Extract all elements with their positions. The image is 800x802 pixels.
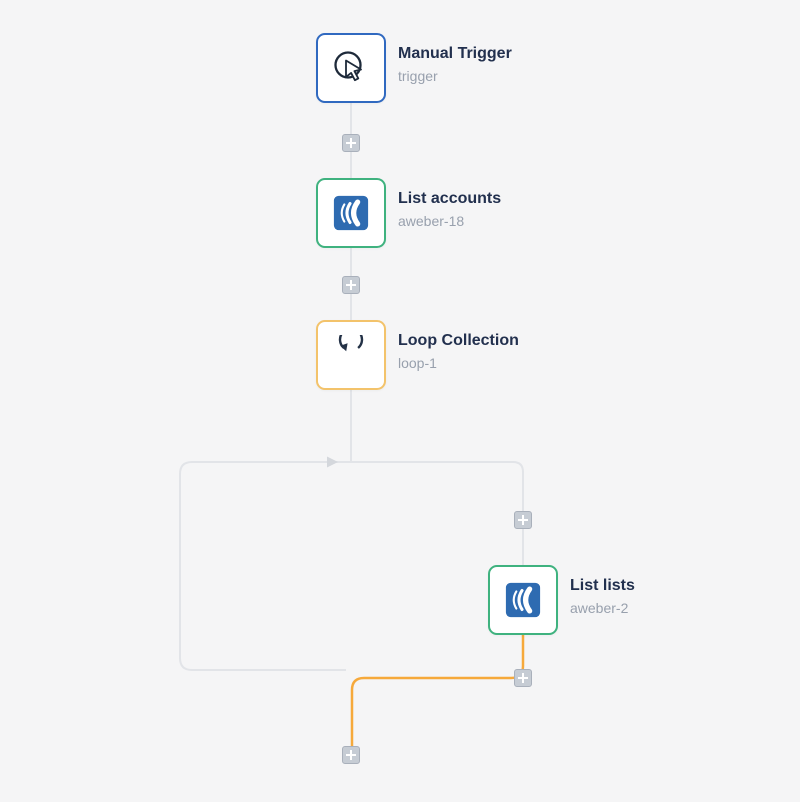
add-step-button[interactable]	[514, 669, 532, 687]
add-step-button[interactable]	[514, 511, 532, 529]
plus-icon	[343, 135, 359, 151]
plus-icon	[343, 747, 359, 763]
node-title: Manual Trigger	[398, 45, 512, 62]
plus-icon	[515, 512, 531, 528]
loop-back-arrow-icon	[327, 456, 338, 468]
node-label-list-accounts: List accounts aweber-18	[398, 189, 501, 231]
node-subtitle: aweber-18	[398, 213, 465, 229]
node-label-manual-trigger: Manual Trigger trigger	[398, 44, 512, 86]
add-step-button[interactable]	[342, 134, 360, 152]
node-loop-collection[interactable]	[316, 320, 386, 390]
add-step-button[interactable]	[342, 746, 360, 764]
manual-trigger-icon	[330, 47, 372, 89]
node-title: List accounts	[398, 190, 502, 207]
plus-icon	[343, 277, 359, 293]
aweber-icon	[504, 581, 542, 619]
node-title: Loop Collection	[398, 332, 519, 349]
node-label-loop-collection: Loop Collection loop-1	[398, 331, 519, 373]
add-step-button[interactable]	[342, 276, 360, 294]
node-list-accounts[interactable]	[316, 178, 386, 248]
plus-icon	[515, 670, 531, 686]
node-subtitle: loop-1	[398, 355, 437, 371]
aweber-icon	[332, 194, 370, 232]
node-subtitle: trigger	[398, 68, 438, 84]
node-title: List lists	[570, 577, 635, 594]
node-label-list-lists: List lists aweber-2	[570, 576, 635, 618]
node-manual-trigger[interactable]	[316, 33, 386, 103]
loop-icon	[331, 335, 371, 375]
connector-loop-back	[179, 461, 524, 671]
node-subtitle: aweber-2	[570, 600, 629, 616]
node-list-lists[interactable]	[488, 565, 558, 635]
connector-active-path	[350, 635, 525, 746]
